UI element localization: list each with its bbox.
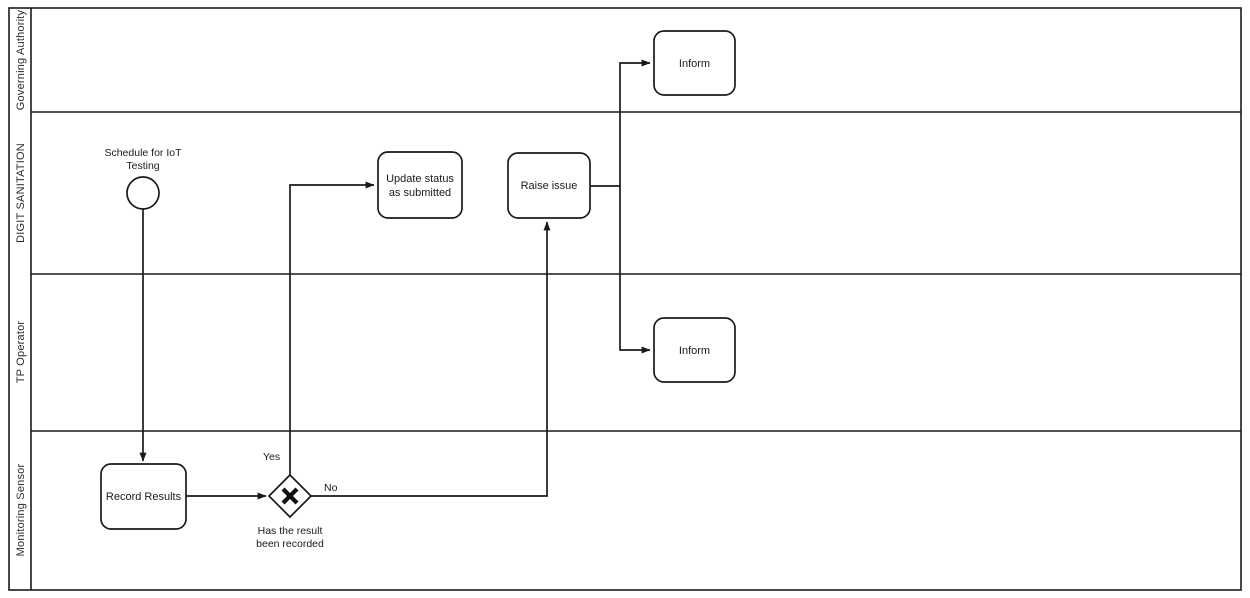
start-event-circle[interactable] (126, 176, 160, 210)
task-update-status-label-line-1: Update status (386, 173, 454, 185)
lane-label-tp-operator: TP Operator (15, 321, 27, 384)
lane-header-monitoring-sensor: Monitoring Sensor (15, 464, 27, 557)
gateway-label-line-1: Has the result (258, 525, 323, 537)
start-event-schedule-for-iot-testing[interactable]: Schedule for IoT Testing (104, 147, 182, 210)
lane-label-governing-authority: Governing Authority (15, 10, 27, 111)
task-inform-governing-authority-label: Inform (679, 58, 710, 70)
task-inform-tp-operator-box[interactable] (653, 317, 736, 383)
task-raise-issue-label: Raise issue (521, 180, 578, 192)
flow-raise-issue-to-inform-governing (590, 59, 651, 187)
pool-outer-border (8, 7, 1242, 591)
gateway-has-the-result-been-recorded[interactable]: Has the result been recorded (256, 473, 324, 550)
task-update-status-as-submitted-box[interactable] (377, 151, 463, 219)
task-raise-issue[interactable]: Raise issue (507, 152, 591, 219)
start-event-label-line-2: Testing (126, 160, 159, 172)
lane-header-governing-authority: Governing Authority (15, 10, 27, 111)
gateway-label-line-2: been recorded (256, 538, 324, 550)
task-update-status-label-line-2: as submitted (389, 187, 451, 199)
task-inform-governing-authority[interactable]: Inform (653, 30, 736, 96)
edge-label-no: No (324, 482, 338, 494)
exclusive-gateway-x-icon (281, 487, 299, 505)
task-update-status-as-submitted[interactable]: Update status as submitted (377, 151, 463, 219)
task-record-results-box[interactable] (100, 463, 187, 530)
task-inform-tp-operator-label: Inform (679, 345, 710, 357)
task-record-results[interactable]: Record Results (100, 463, 187, 530)
flow-gateway-yes-to-update-status (289, 181, 375, 475)
task-record-results-label: Record Results (106, 491, 182, 503)
lane-header-tp-operator: TP Operator (15, 321, 27, 384)
edge-label-yes: Yes (263, 451, 280, 463)
start-event-label-line-1: Schedule for IoT (104, 147, 182, 159)
lane-label-monitoring-sensor: Monitoring Sensor (15, 464, 27, 557)
flow-gateway-no-to-raise-issue (311, 221, 551, 497)
task-inform-governing-authority-box[interactable] (653, 30, 736, 96)
lane-header-digit-sanitation: DIGIT SANITATION (15, 143, 27, 243)
task-inform-tp-operator[interactable]: Inform (653, 317, 736, 383)
flow-raise-issue-to-inform-tp-operator (619, 186, 651, 354)
lane-label-digit-sanitation: DIGIT SANITATION (15, 143, 27, 243)
task-raise-issue-box[interactable] (507, 152, 591, 219)
